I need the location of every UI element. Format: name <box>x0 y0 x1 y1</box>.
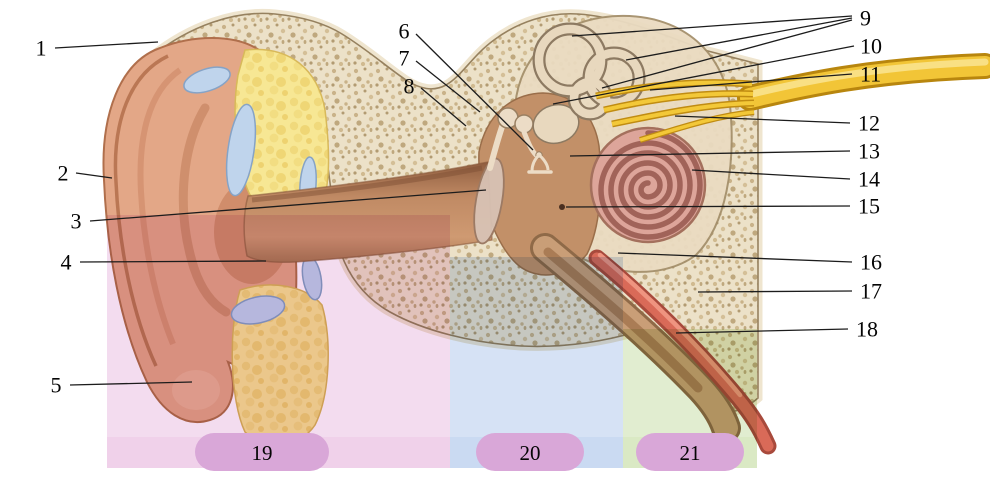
leader-line-6 <box>415 33 534 151</box>
cartilage-piece <box>225 103 257 197</box>
leader-line-8 <box>420 87 467 127</box>
callout-5: 5 <box>51 373 62 398</box>
cochlea <box>589 126 707 244</box>
callout-17: 17 <box>860 279 882 304</box>
leader-line-16 <box>617 252 853 263</box>
callout-1: 1 <box>36 36 47 61</box>
callout-14: 14 <box>858 167 880 192</box>
cartilage-piece <box>183 66 231 94</box>
leader-line-3 <box>89 189 487 222</box>
middle-ear-region-overlay <box>450 257 623 437</box>
malleus-handle <box>487 121 506 171</box>
callout-7: 7 <box>399 46 410 71</box>
round-window <box>559 204 565 210</box>
leader-line-17 <box>697 290 853 293</box>
callout-18: 18 <box>856 317 878 342</box>
leader-lines <box>54 15 855 386</box>
nerve-fiber <box>611 101 755 126</box>
inner-ear <box>532 22 707 244</box>
leader-line-4 <box>79 260 267 263</box>
leader-line-9b <box>625 17 853 61</box>
semicircular-canals <box>532 22 646 121</box>
region-badge-19 <box>195 433 329 471</box>
lateral-canal <box>569 77 611 119</box>
stapes-crura <box>530 153 550 172</box>
region-badge-20 <box>476 433 584 471</box>
callout-16: 16 <box>860 250 882 275</box>
callout-4: 4 <box>61 250 72 275</box>
leader-line-12 <box>674 115 851 124</box>
cochlea-spiral <box>598 130 703 240</box>
leader-line-5 <box>69 381 193 386</box>
auditory-nerve <box>595 53 990 143</box>
callout-12: 12 <box>858 111 880 136</box>
region-badge-21 <box>636 433 744 471</box>
region-badge-20-label: 20 <box>520 441 541 465</box>
callout-3: 3 <box>71 209 82 234</box>
leader-line-1 <box>54 41 159 49</box>
region-badge-19-label: 19 <box>252 441 273 465</box>
outer-ear-region-overlay <box>107 215 450 437</box>
leader-line-9c <box>601 19 853 89</box>
region-badge-21-label: 21 <box>680 441 701 465</box>
callout-8: 8 <box>404 74 415 99</box>
eardrum <box>473 157 505 245</box>
leader-line-13 <box>569 150 851 157</box>
ossicles <box>487 107 553 174</box>
nerve-fiber <box>603 91 754 112</box>
leader-line-14 <box>691 169 851 180</box>
callout-labels: 1 2 3 4 5 6 7 8 9 10 11 12 13 14 15 16 1… <box>36 6 883 398</box>
region-overlays <box>107 215 757 468</box>
callout-13: 13 <box>858 139 880 164</box>
stapes <box>527 151 553 174</box>
callout-6: 6 <box>399 19 410 44</box>
canal-upper-shadow <box>251 165 483 203</box>
callout-9: 9 <box>860 6 871 31</box>
leader-line-11 <box>649 73 853 91</box>
leader-line-15 <box>565 205 851 208</box>
nerve-fiber <box>639 110 755 142</box>
leader-line-2 <box>75 172 113 179</box>
callout-10: 10 <box>860 34 882 59</box>
inner-ear-region-overlay <box>623 329 757 437</box>
callout-15: 15 <box>858 194 880 219</box>
leader-line-9a <box>571 15 853 37</box>
callout-11: 11 <box>860 62 881 87</box>
leader-line-7 <box>415 60 481 113</box>
region-badges: 19 20 21 <box>195 433 744 471</box>
leader-line-18 <box>675 328 849 334</box>
callout-2: 2 <box>58 161 69 186</box>
incus-process <box>521 129 539 158</box>
vestibule <box>532 103 580 145</box>
leader-line-10 <box>552 45 855 105</box>
